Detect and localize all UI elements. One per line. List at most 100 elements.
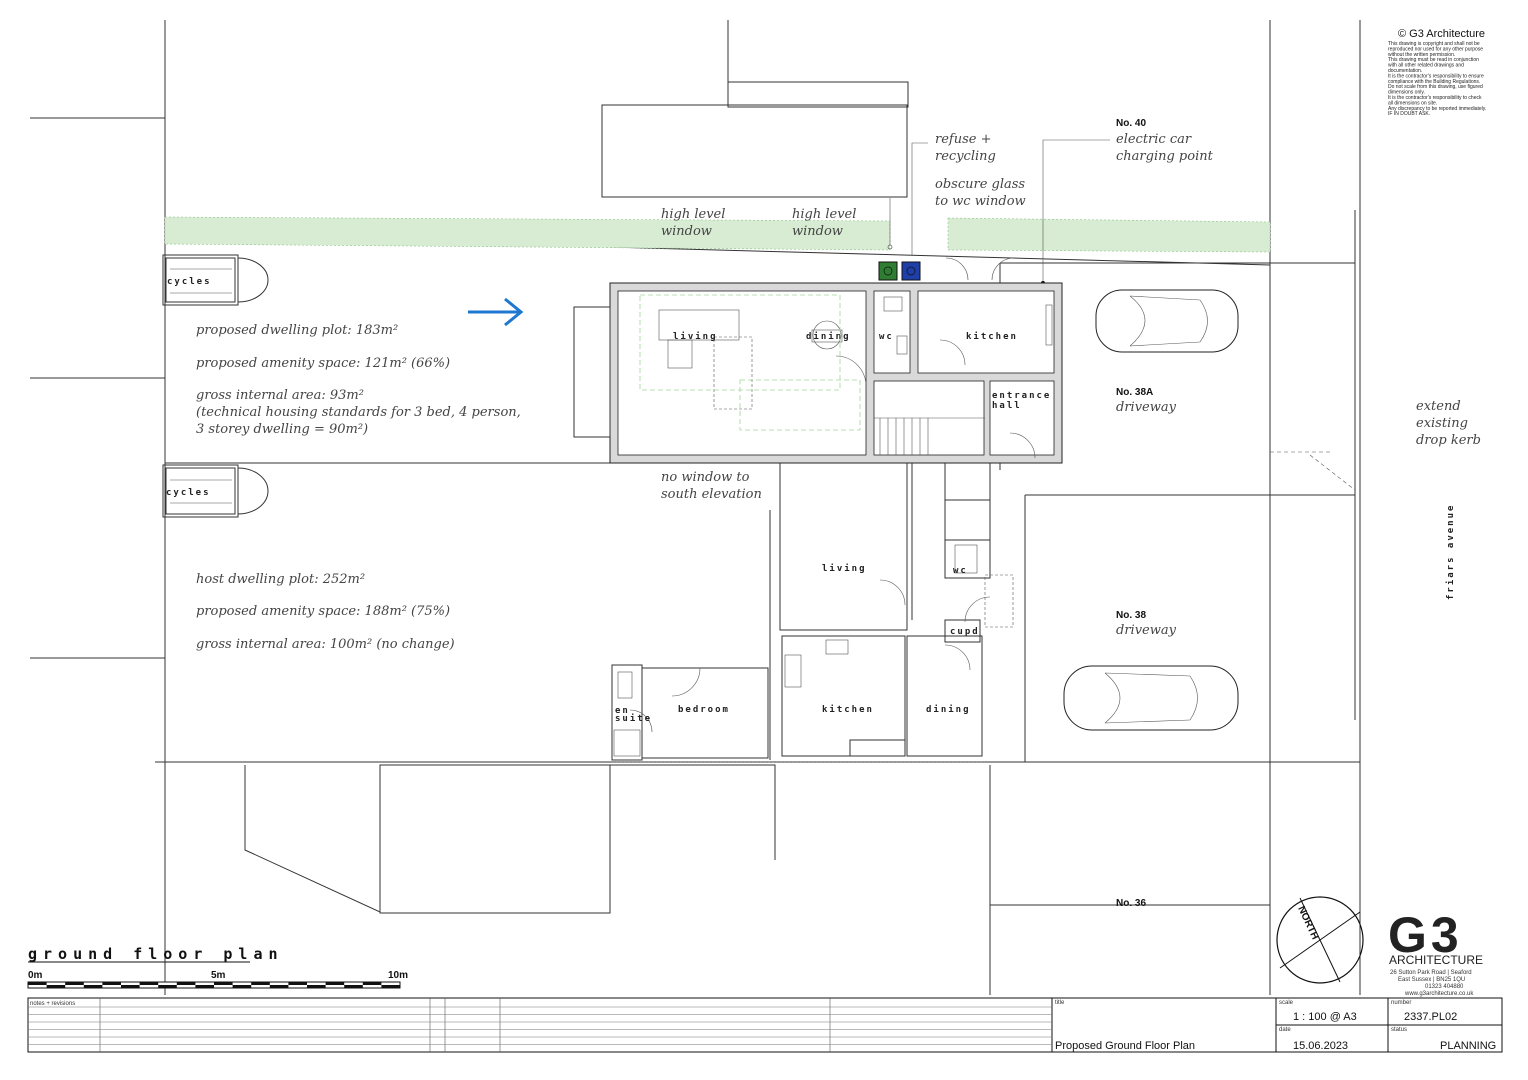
scale-bar-segment	[232, 985, 252, 988]
scale-bar-segment	[325, 982, 345, 985]
cycle-store-1: cycles	[162, 254, 269, 306]
annotation-obscure-2: to wc window	[935, 194, 1026, 209]
cycles-label-1: cycles	[167, 277, 212, 287]
room-kitchen-new: kitchen	[966, 331, 1018, 342]
proposed-plot-line-5: 3 storey dwelling = 90m²)	[196, 422, 368, 437]
copyright-title: © G3 Architecture	[1398, 28, 1485, 40]
room-ensuite-host-2: suite	[615, 713, 652, 724]
annotation-high-level-1b: window	[661, 224, 712, 239]
copyright-line: with all other related drawings and	[1388, 63, 1464, 69]
scale-value: 1 : 100 @ A3	[1293, 1011, 1357, 1023]
north-arrow-icon: NORTH	[1276, 896, 1364, 984]
svg-text:high level: high level	[661, 207, 725, 222]
room-kitchen-host: kitchen	[822, 704, 874, 715]
scale-bar-segment	[344, 985, 363, 988]
svg-text:no window to: no window to	[661, 470, 750, 485]
car-no38-icon	[1063, 665, 1239, 731]
scale-label-5: 5m	[211, 970, 226, 981]
scale-bar-segment	[362, 982, 382, 985]
annotation-high-level-2b: window	[792, 224, 843, 239]
site-boundaries	[30, 20, 1361, 995]
proposed-dwelling: living dining wc kitchen entrance hall	[573, 257, 1063, 464]
svg-text:charging point: charging point	[1116, 149, 1214, 164]
scale-bar-segment	[288, 982, 307, 985]
label-no38: No. 38	[1116, 610, 1146, 621]
notes-revisions-label: notes + revisions	[30, 1001, 75, 1007]
number-label: number	[1391, 1000, 1411, 1006]
scale-bar-segment	[381, 985, 400, 988]
annotation-driveway-38: driveway	[1116, 623, 1177, 638]
scale-bar-segment	[214, 982, 233, 985]
room-wc-host: wc	[953, 566, 968, 576]
drawing-number: 2337.PL02	[1404, 1011, 1457, 1023]
room-wc-new: wc	[879, 332, 894, 342]
annotation-high-level-2a: high level	[792, 207, 856, 222]
proposed-plot-line-1: proposed dwelling plot: 183m²	[196, 323, 398, 338]
logo-mark: G3	[1388, 907, 1463, 963]
drawing-title: ground floor plan	[28, 945, 284, 963]
svg-text:high level: high level	[792, 207, 856, 222]
room-ensuite-host-1: en	[615, 706, 630, 716]
staircase	[874, 417, 985, 455]
svg-text:recycling: recycling	[935, 149, 996, 164]
logo-name: ARCHITECTURE	[1389, 953, 1483, 967]
proposed-plot-line-2: proposed amenity space: 121m² (66%)	[196, 356, 450, 371]
svg-text:electric car: electric car	[1116, 132, 1192, 147]
logo-address-1: 26 Sutton Park Road | Seaford	[1390, 970, 1472, 976]
scale-bar-segment	[158, 985, 177, 988]
copyright-line: Do not scale from this drawing, use figu…	[1388, 84, 1483, 90]
logo-address-2: East Sussex | BN25 1QU	[1398, 977, 1465, 983]
scale-bar-segment	[269, 985, 289, 988]
scale-bar-segment	[83, 985, 103, 988]
cycles-label-2: cycles	[166, 488, 211, 498]
north-label: NORTH	[1295, 905, 1320, 942]
svg-text:window: window	[661, 224, 712, 239]
svg-text:obscure glass: obscure glass	[935, 177, 1025, 192]
copyright-notes: © G3 Architecture This drawing is copyri…	[1388, 28, 1486, 117]
scale-label-0: 0m	[28, 970, 43, 981]
status-label: status	[1391, 1027, 1407, 1033]
annotation-refuse-1: refuse +	[935, 132, 991, 147]
status-value: PLANNING	[1440, 1040, 1496, 1052]
scale-bar-segment	[139, 982, 159, 985]
room-hall-new: hall	[992, 401, 1022, 411]
scale-label-10: 10m	[388, 970, 408, 981]
svg-text:existing: existing	[1416, 416, 1468, 431]
copyright-line: without the written permission.	[1388, 52, 1455, 58]
car-no40-icon	[1095, 289, 1239, 353]
svg-text:south elevation: south elevation	[661, 487, 762, 502]
label-no36: No. 36	[1116, 898, 1146, 909]
room-living-new: living	[673, 331, 718, 342]
annotation-refuse-2: recycling	[935, 149, 996, 164]
scale-bar-segment	[176, 982, 196, 985]
scale-bar-segment	[121, 985, 140, 988]
svg-text:extend: extend	[1416, 399, 1461, 414]
scale-bar-segment	[307, 985, 326, 988]
copyright-line: This drawing is copyright and shall not …	[1388, 41, 1480, 47]
annotation-extend-2: existing	[1416, 416, 1468, 431]
date-label: date	[1279, 1027, 1291, 1033]
proposed-plot-line-4: (technical housing standards for 3 bed, …	[196, 405, 521, 420]
host-plot-line-3: gross internal area: 100m² (no change)	[196, 637, 455, 652]
copyright-line: documentation.	[1388, 68, 1422, 74]
direction-arrow-icon	[468, 297, 524, 327]
copyright-line: all dimensions on site.	[1388, 100, 1437, 106]
room-dining-host: dining	[926, 704, 971, 715]
plot-info: proposed dwelling plot: 183m² proposed a…	[196, 323, 521, 652]
annotation-no-window-1: no window to	[661, 470, 750, 485]
room-cupd-host: cupd	[950, 627, 980, 637]
copyright-line: dimensions only.	[1388, 90, 1425, 96]
annotation-high-level-1a: high level	[661, 207, 725, 222]
annotation-electric-2: charging point	[1116, 149, 1214, 164]
annotation-obscure-1: obscure glass	[935, 177, 1025, 192]
logo-web: www.g3architecture.co.uk	[1404, 991, 1474, 997]
street-name: friars avenue	[1445, 504, 1456, 600]
proposed-plot-line-3: gross internal area: 93m²	[196, 388, 364, 403]
copyright-line: It is the contractor's responsibility to…	[1388, 95, 1482, 101]
annotation-driveway-38a: driveway	[1116, 400, 1177, 415]
scale-bar-segment	[46, 985, 66, 988]
recycling-bin-icon	[901, 261, 921, 281]
copyright-line: This drawing must be read in conjunction	[1388, 57, 1479, 63]
copyright-line: IF IN DOUBT ASK.	[1388, 111, 1430, 117]
